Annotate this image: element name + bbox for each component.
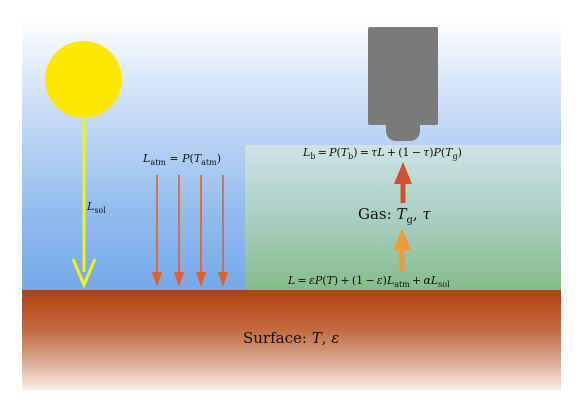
sun-icon	[45, 41, 122, 118]
solar-radiation-arrow	[71, 120, 97, 289]
atm-arrow	[218, 175, 228, 287]
surface-layer	[22, 290, 561, 390]
surface-emission-arrow	[393, 229, 411, 272]
atm-arrow	[196, 175, 206, 287]
camera-lens	[386, 125, 420, 141]
atmospheric-flux-equation: Latm = P(Tatm)	[143, 152, 222, 167]
solar-flux-label: Lsol	[87, 200, 106, 215]
atmospheric-radiation-arrows	[152, 175, 228, 287]
atm-arrow	[174, 175, 184, 287]
atm-arrow	[152, 175, 162, 287]
camera-body	[368, 27, 438, 125]
gas-label: Gas: Tg, τ	[358, 205, 431, 226]
observed-radiance-equation: Lb = P(Tb) = τL + (1 − τ)P(Tg)	[303, 146, 462, 161]
surface-radiance-equation: L = εP(T) + (1 − ε)Latm + αLsol	[288, 274, 450, 289]
gas-emission-arrow	[394, 162, 412, 203]
camera-icon	[368, 27, 438, 145]
surface-label: Surface: T, ε	[243, 329, 340, 347]
